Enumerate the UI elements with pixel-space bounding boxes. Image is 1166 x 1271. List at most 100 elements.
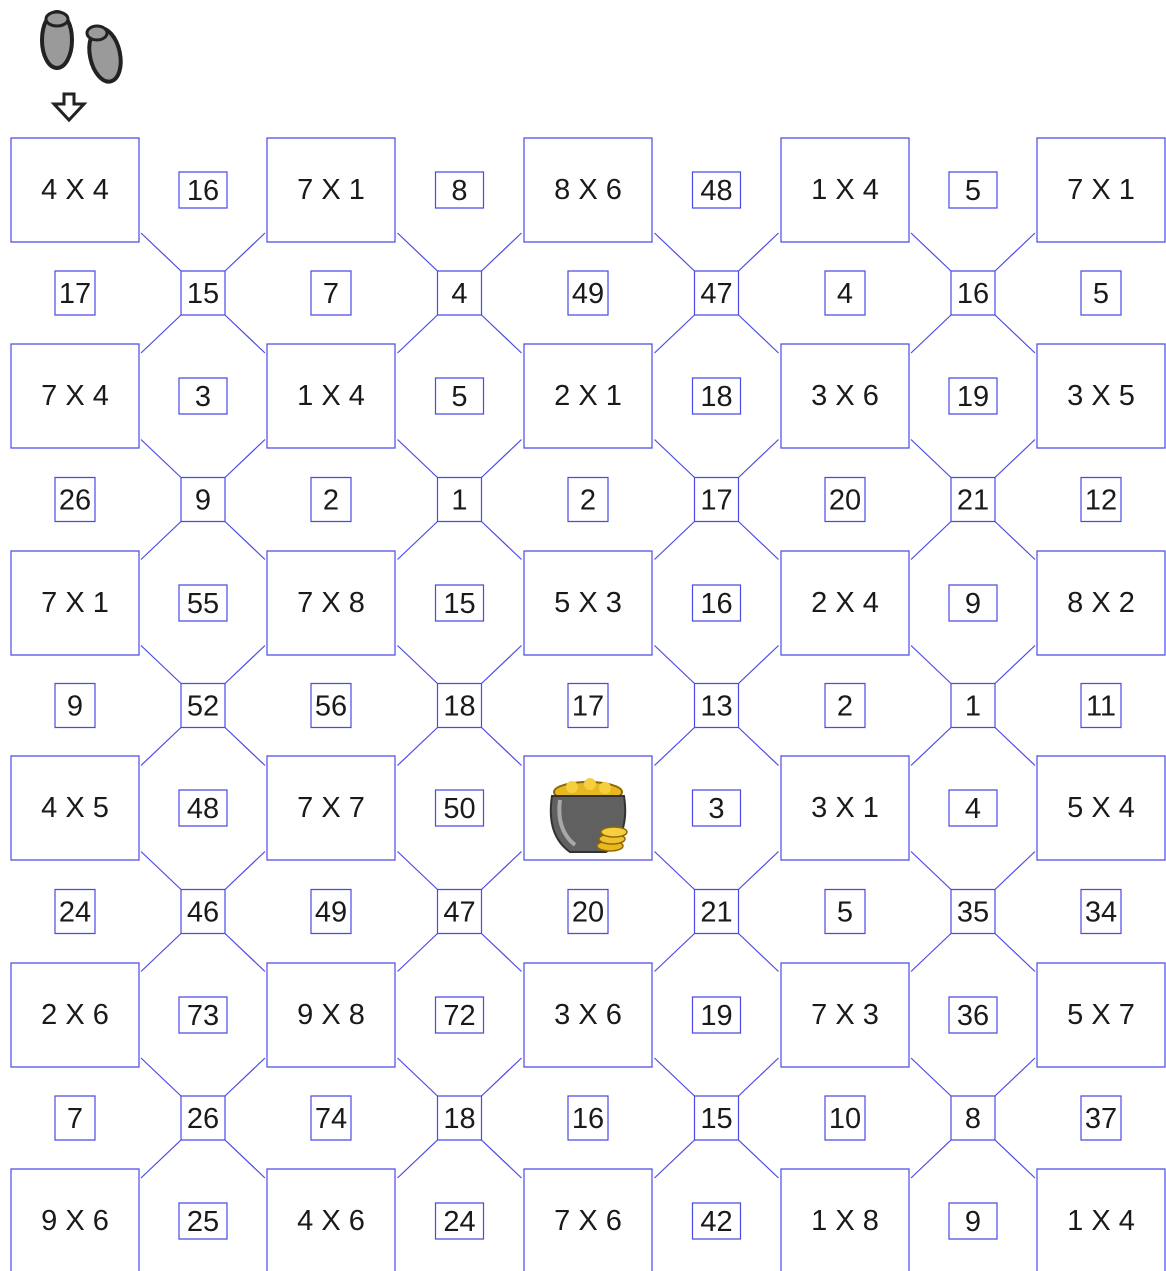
connector-answer: 18 bbox=[443, 691, 475, 723]
connector-answer: 7 bbox=[67, 1103, 83, 1135]
connector-answer: 5 bbox=[965, 175, 981, 207]
cell-expression: 2 X 6 bbox=[41, 999, 109, 1031]
connector-answer: 72 bbox=[443, 1000, 475, 1032]
connector-answer: 4 bbox=[837, 278, 853, 310]
connector-answer: 42 bbox=[700, 1206, 732, 1238]
cell-expression: 7 X 6 bbox=[554, 1205, 622, 1237]
cell-expression: 9 X 8 bbox=[297, 999, 365, 1031]
connector-answer: 21 bbox=[957, 485, 989, 517]
cell-expression: 1 X 8 bbox=[811, 1205, 879, 1237]
connector-answer: 18 bbox=[700, 381, 732, 413]
connector-answer: 73 bbox=[187, 1000, 219, 1032]
connector-answer: 24 bbox=[59, 897, 91, 929]
cell-expression: 5 X 7 bbox=[1067, 999, 1135, 1031]
connector-answer: 5 bbox=[1093, 278, 1109, 310]
cell-expression: 4 X 4 bbox=[41, 174, 109, 206]
cell-expression: 1 X 4 bbox=[1067, 1205, 1135, 1237]
connector-answer: 55 bbox=[187, 588, 219, 620]
connector-answer: 5 bbox=[451, 381, 467, 413]
cell-expression: 7 X 8 bbox=[297, 587, 365, 619]
connector-answer: 24 bbox=[443, 1206, 475, 1238]
connector-answer: 13 bbox=[700, 691, 732, 723]
cell-expression: 7 X 4 bbox=[41, 380, 109, 412]
connector-answer: 34 bbox=[1085, 897, 1117, 929]
cell-expression: 7 X 1 bbox=[297, 174, 365, 206]
connector-answer: 20 bbox=[829, 485, 861, 517]
connector-answer: 9 bbox=[195, 485, 211, 517]
cell-expression: 7 X 1 bbox=[41, 587, 109, 619]
cell-expression: 8 X 6 bbox=[554, 174, 622, 206]
connector-answer: 47 bbox=[700, 278, 732, 310]
connector-answer: 15 bbox=[700, 1103, 732, 1135]
connector-answer: 20 bbox=[572, 897, 604, 929]
cell-expression: 1 X 4 bbox=[297, 380, 365, 412]
connector-answer: 48 bbox=[187, 793, 219, 825]
cell-expression: 3 X 6 bbox=[811, 380, 879, 412]
cell-expression: 3 X 1 bbox=[811, 792, 879, 824]
connector-answer: 9 bbox=[965, 588, 981, 620]
connector-answer: 56 bbox=[315, 691, 347, 723]
connector-answer: 3 bbox=[195, 381, 211, 413]
connector-answer: 1 bbox=[451, 485, 467, 517]
cell-expression: 5 X 3 bbox=[554, 587, 622, 619]
cell-expression: 7 X 7 bbox=[297, 792, 365, 824]
connector-answer: 49 bbox=[572, 278, 604, 310]
connector-answer: 2 bbox=[323, 485, 339, 517]
connector-answer: 35 bbox=[957, 897, 989, 929]
connector-answer: 9 bbox=[965, 1206, 981, 1238]
connector-answer: 26 bbox=[59, 485, 91, 517]
connector-answer: 7 bbox=[323, 278, 339, 310]
cell-expression: 8 X 2 bbox=[1067, 587, 1135, 619]
connector-answer: 46 bbox=[187, 897, 219, 929]
connector-answer: 16 bbox=[700, 588, 732, 620]
arrow-down-icon bbox=[54, 94, 84, 120]
connector-answer: 21 bbox=[700, 897, 732, 929]
connector-answer: 17 bbox=[59, 278, 91, 310]
connector-answer: 19 bbox=[957, 381, 989, 413]
connector-answer: 5 bbox=[837, 897, 853, 929]
connector-answer: 36 bbox=[957, 1000, 989, 1032]
connector-answer: 15 bbox=[187, 278, 219, 310]
connector-answer: 8 bbox=[451, 175, 467, 207]
connector-answer: 49 bbox=[315, 897, 347, 929]
connector-answer: 3 bbox=[708, 793, 724, 825]
cell-expression: 2 X 1 bbox=[554, 380, 622, 412]
connector-answer: 47 bbox=[443, 897, 475, 929]
connector-answer: 25 bbox=[187, 1206, 219, 1238]
cell-expression: 7 X 3 bbox=[811, 999, 879, 1031]
footprints-icon bbox=[42, 12, 125, 85]
connector-answer: 17 bbox=[572, 691, 604, 723]
connector-answer: 4 bbox=[965, 793, 981, 825]
cell-expression: 4 X 6 bbox=[297, 1205, 365, 1237]
connector-answer: 16 bbox=[572, 1103, 604, 1135]
connector-answer: 18 bbox=[443, 1103, 475, 1135]
connector-answer: 12 bbox=[1085, 485, 1117, 517]
cell-expression: 3 X 5 bbox=[1067, 380, 1135, 412]
cell-expression: 2 X 4 bbox=[811, 587, 879, 619]
connector-answer: 16 bbox=[187, 175, 219, 207]
cell-expression: 9 X 6 bbox=[41, 1205, 109, 1237]
cell-expression: 7 X 1 bbox=[1067, 174, 1135, 206]
connector-answer: 17 bbox=[700, 485, 732, 517]
connector-answer: 9 bbox=[67, 691, 83, 723]
connector-answer: 37 bbox=[1085, 1103, 1117, 1135]
connector-answer: 15 bbox=[443, 588, 475, 620]
cell-expression: 3 X 6 bbox=[554, 999, 622, 1031]
cell-expression: 1 X 4 bbox=[811, 174, 879, 206]
connector-answer: 16 bbox=[957, 278, 989, 310]
connector-answer: 4 bbox=[451, 278, 467, 310]
cell-expression: 4 X 5 bbox=[41, 792, 109, 824]
connector-answer: 2 bbox=[837, 691, 853, 723]
connector-answer: 11 bbox=[1086, 691, 1116, 723]
connector-answer: 26 bbox=[187, 1103, 219, 1135]
connector-answer: 1 bbox=[965, 691, 981, 723]
connector-answer: 10 bbox=[829, 1103, 861, 1135]
cell-expression: 5 X 4 bbox=[1067, 792, 1135, 824]
connector-answer: 52 bbox=[187, 691, 219, 723]
connector-answer: 8 bbox=[965, 1103, 981, 1135]
connector-answer: 19 bbox=[700, 1000, 732, 1032]
connector-answer: 74 bbox=[315, 1103, 347, 1135]
connector-answer: 48 bbox=[700, 175, 732, 207]
pot-of-gold-icon bbox=[551, 778, 627, 852]
